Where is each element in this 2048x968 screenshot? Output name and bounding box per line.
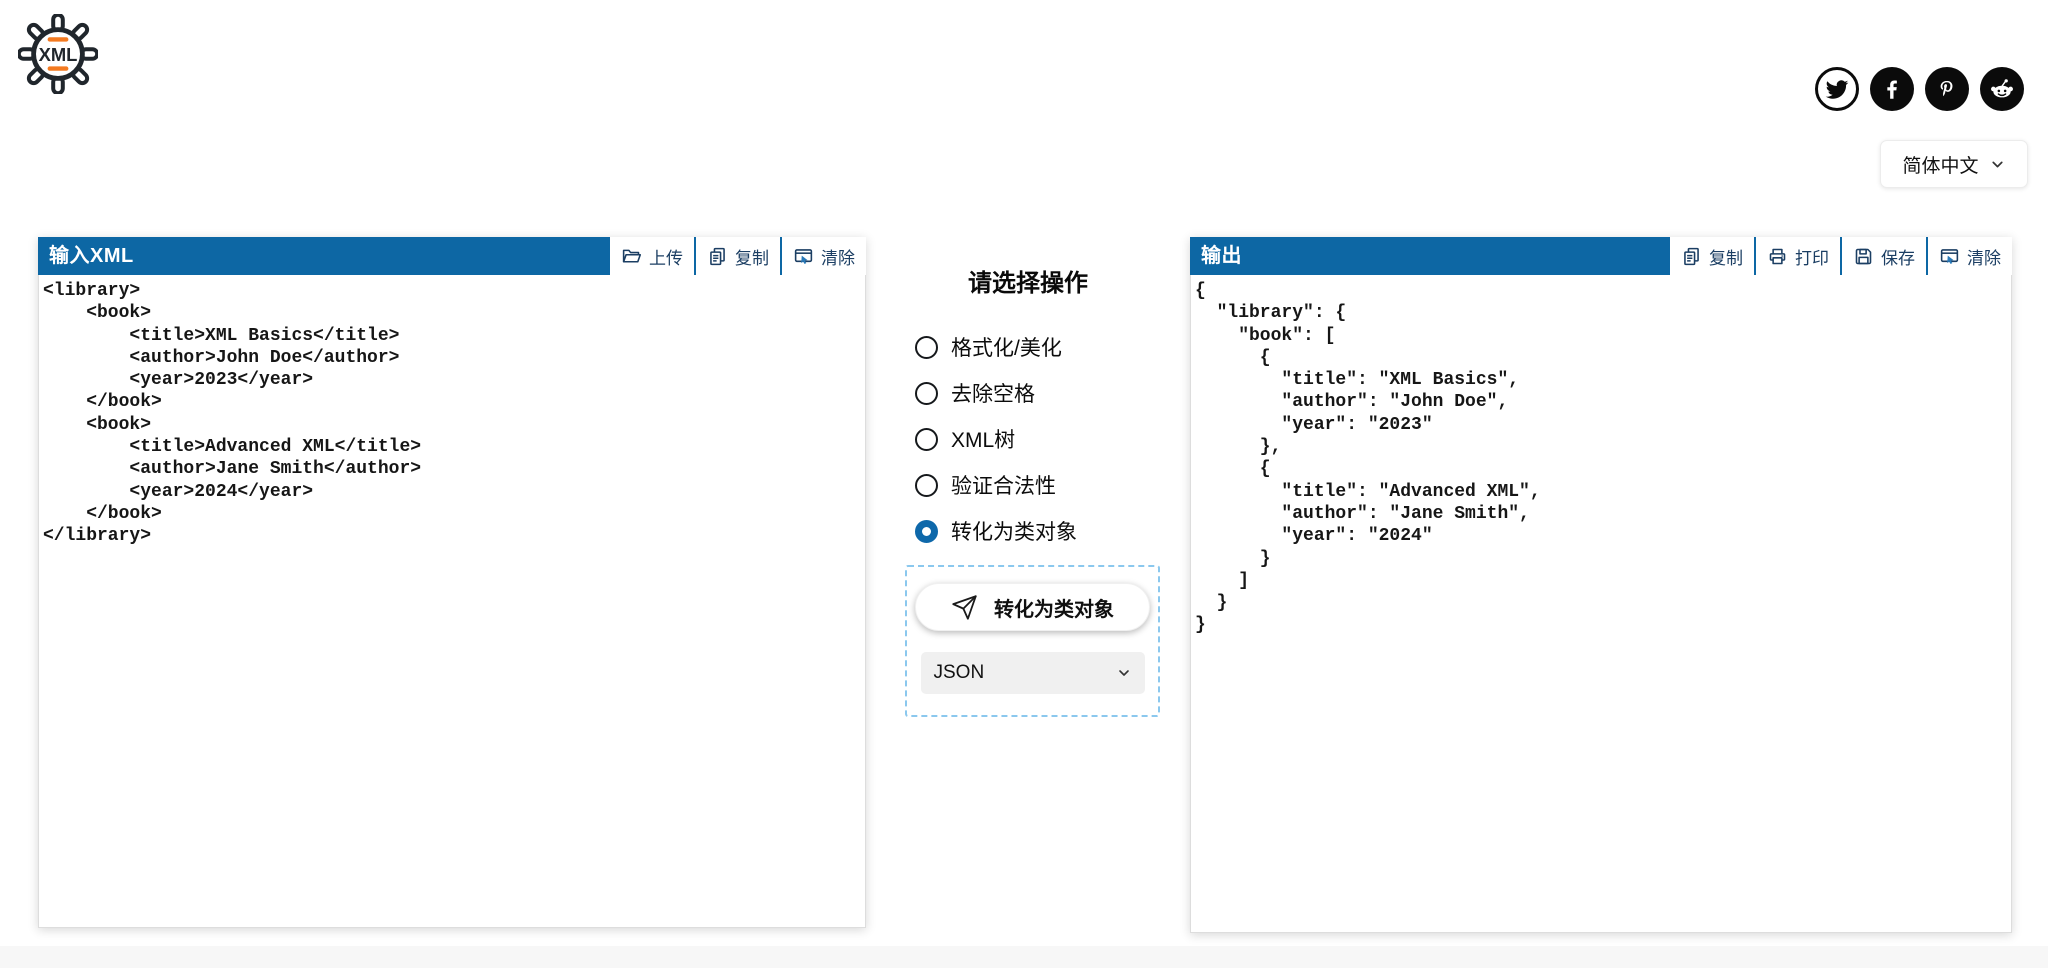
save-button-label: 保存: [1881, 248, 1915, 268]
print-button[interactable]: 打印: [1754, 237, 1840, 275]
radio-circle[interactable]: [915, 335, 938, 359]
output-panel-tools: 复制 打印 保存 清除: [1670, 237, 2012, 275]
folder-open-icon: [621, 246, 642, 267]
window-clear-icon: [1939, 246, 1960, 267]
facebook-icon[interactable]: [1870, 67, 1914, 111]
upload-button-label: 上传: [649, 248, 683, 268]
copy-icon: [707, 246, 728, 267]
radio-circle[interactable]: [915, 381, 938, 405]
output-panel-header: 输出 复制 打印 保存: [1190, 237, 2012, 275]
radio-validate[interactable]: 验证合法性: [866, 462, 1190, 508]
json-output-area[interactable]: { "library": { "book": [ { "title": "XML…: [1195, 281, 1541, 636]
clear-input-button-label: 清除: [821, 248, 855, 268]
chevron-down-icon: [1989, 156, 2006, 173]
send-icon: [951, 594, 978, 621]
radio-remove-spaces[interactable]: 去除空格: [866, 370, 1190, 416]
copy-icon: [1681, 246, 1702, 267]
clear-output-button[interactable]: 清除: [1926, 237, 2012, 275]
input-panel-body: <library> <book> <title>XML Basics</titl…: [38, 275, 866, 928]
copy-output-button[interactable]: 复制: [1670, 237, 1754, 275]
operation-radio-group: 格式化/美化 去除空格 XML树 验证合法性 转化为类对象: [866, 324, 1190, 554]
svg-text:XML: XML: [39, 44, 78, 65]
input-panel-tools: 上传 复制 清除: [610, 237, 866, 275]
input-panel-title: 输入XML: [38, 237, 610, 275]
output-panel-body: { "library": { "book": [ { "title": "XML…: [1190, 275, 2012, 933]
copy-input-button[interactable]: 复制: [694, 237, 780, 275]
radio-circle-selected[interactable]: [915, 519, 938, 543]
radio-xml-tree[interactable]: XML树: [866, 416, 1190, 462]
printer-icon: [1767, 246, 1788, 267]
radio-label: 去除空格: [951, 383, 1035, 406]
footer-band: [0, 946, 2048, 968]
reddit-icon[interactable]: [1980, 67, 2024, 111]
floppy-icon: [1853, 246, 1874, 267]
xml-input-area[interactable]: <library> <book> <title>XML Basics</titl…: [43, 281, 422, 547]
copy-output-button-label: 复制: [1709, 248, 1743, 268]
language-select-value: 简体中文: [1902, 155, 1979, 177]
format-select-value: JSON: [933, 662, 985, 683]
output-panel-title: 输出: [1190, 237, 1670, 275]
convert-action-box: 转化为类对象 JSON: [905, 565, 1160, 717]
pinterest-icon[interactable]: [1925, 67, 1969, 111]
radio-format-beautify[interactable]: 格式化/美化: [866, 324, 1190, 370]
social-icons: [1815, 67, 2024, 111]
clear-output-button-label: 清除: [1967, 248, 2001, 268]
input-panel-header: 输入XML 上传 复制 清除: [38, 237, 866, 275]
operations-column: 请选择操作 格式化/美化 去除空格 XML树 验证合法性 转化为类对象 转化为类…: [866, 237, 1190, 717]
radio-label: 验证合法性: [951, 475, 1056, 498]
print-button-label: 打印: [1795, 248, 1829, 268]
gear-icon: XML: [16, 12, 100, 96]
radio-circle[interactable]: [915, 473, 938, 497]
convert-button-label: 转化为类对象: [994, 598, 1114, 621]
radio-circle[interactable]: [915, 427, 938, 451]
input-panel: 输入XML 上传 复制 清除 <library>: [38, 237, 866, 928]
twitter-icon[interactable]: [1815, 67, 1859, 111]
output-panel: 输出 复制 打印 保存: [1190, 237, 2012, 933]
window-clear-icon: [793, 246, 814, 267]
copy-input-button-label: 复制: [735, 248, 769, 268]
operations-title: 请选择操作: [968, 270, 1088, 297]
radio-label: 转化为类对象: [951, 521, 1077, 544]
convert-button[interactable]: 转化为类对象: [915, 583, 1150, 631]
upload-button[interactable]: 上传: [610, 237, 694, 275]
radio-convert-to-object[interactable]: 转化为类对象: [866, 508, 1190, 554]
chevron-down-icon: [1116, 665, 1132, 681]
save-button[interactable]: 保存: [1840, 237, 1926, 275]
radio-label: XML树: [951, 429, 1016, 452]
language-select[interactable]: 简体中文: [1880, 140, 2028, 188]
radio-label: 格式化/美化: [951, 337, 1062, 360]
xml-gear-logo[interactable]: XML: [16, 12, 100, 96]
clear-input-button[interactable]: 清除: [780, 237, 866, 275]
output-format-select[interactable]: JSON: [920, 652, 1145, 694]
